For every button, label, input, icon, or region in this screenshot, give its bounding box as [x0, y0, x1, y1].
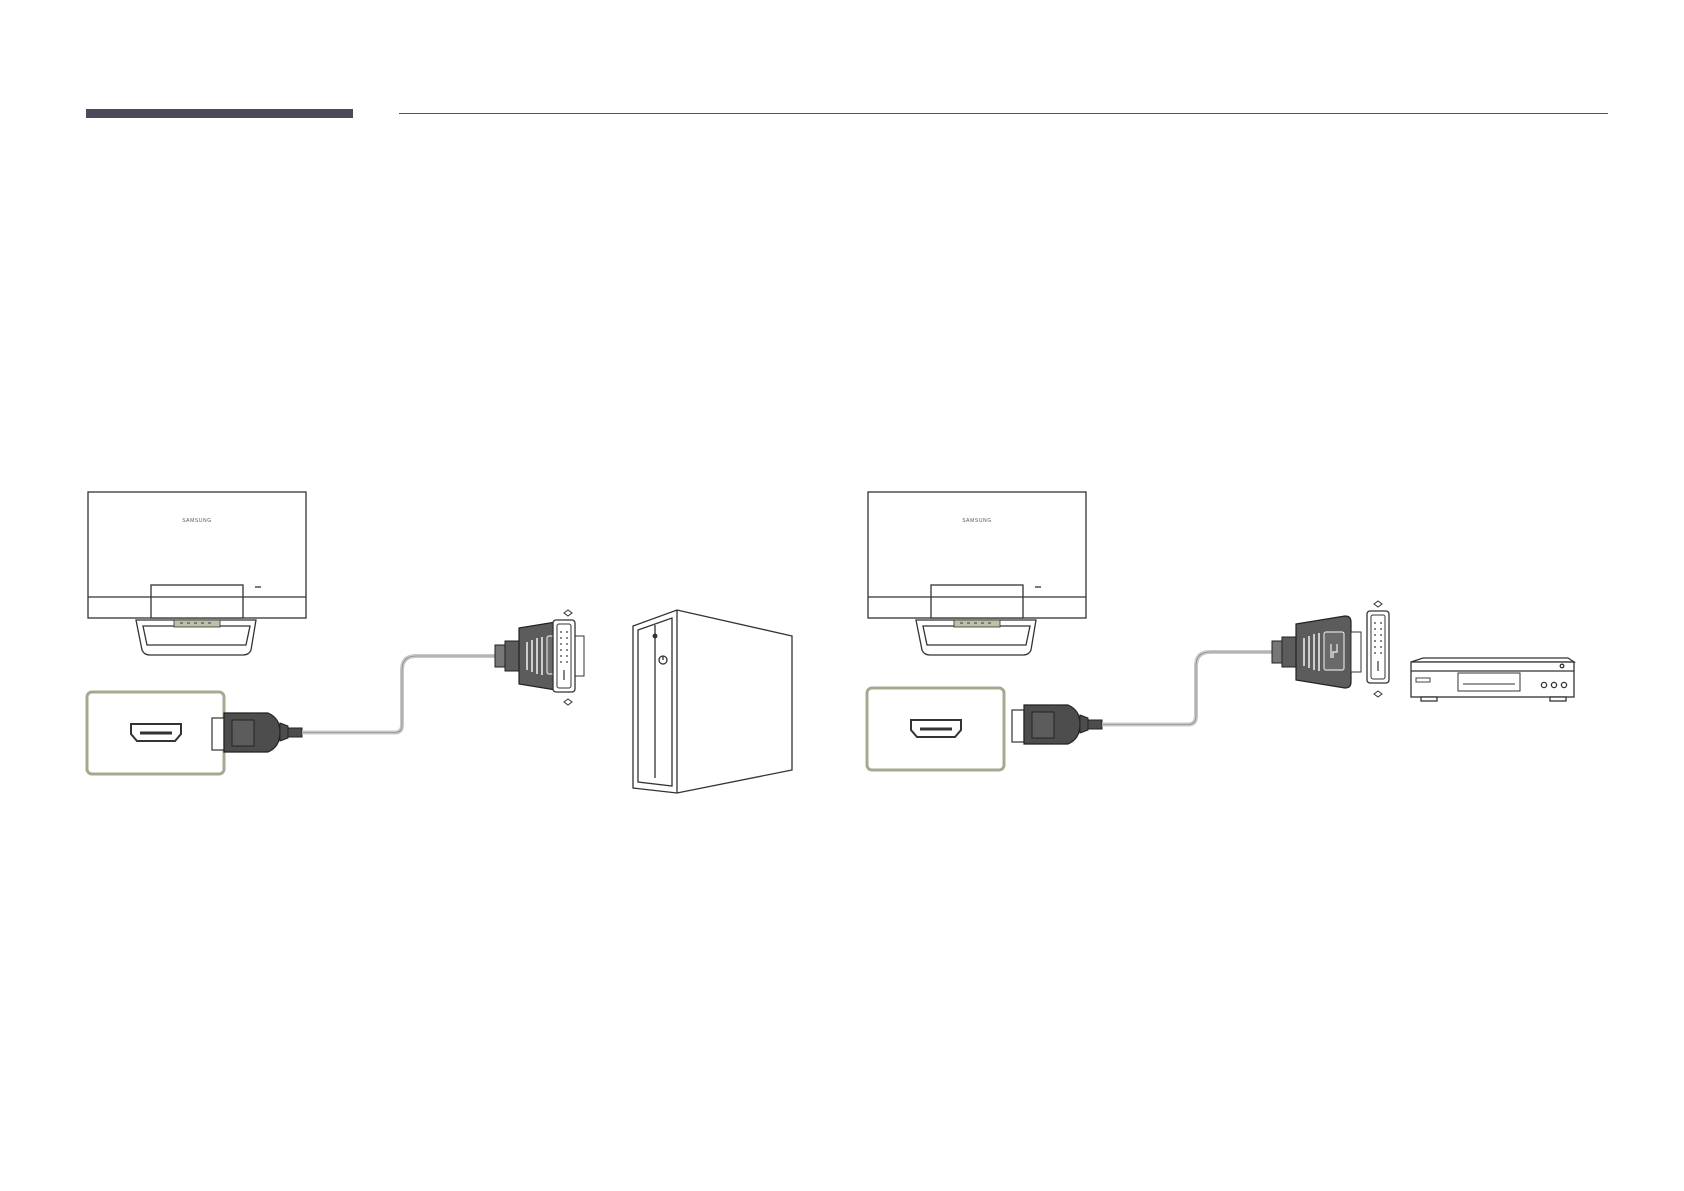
hdmi-port-box: [867, 688, 1004, 770]
hdmi-port-icon: [131, 724, 181, 741]
monitor-back-icon: SAMSUNG: [868, 492, 1086, 655]
monitor-brand-label: SAMSUNG: [962, 518, 991, 524]
hdmi-port-box: [87, 692, 224, 774]
av-player-icon: [1411, 658, 1574, 701]
monitor-brand-label: SAMSUNG: [182, 518, 211, 524]
section-header-bar: [86, 109, 353, 118]
hdmi-plug-icon: [1012, 705, 1102, 744]
connection-diagram-pc: SAMSUNG: [80, 470, 780, 810]
monitor-back-icon: SAMSUNG: [88, 492, 306, 655]
pc-tower-icon: [633, 610, 792, 793]
section-header-rule: [399, 113, 1608, 114]
hdmi-port-icon: [911, 720, 961, 737]
dvi-port-icon: [553, 610, 575, 705]
cable-wire: [1102, 652, 1278, 725]
dvi-port-icon: [1367, 601, 1389, 697]
hdmi-plug-icon: [212, 713, 302, 752]
dvi-plug-icon: [1272, 616, 1361, 688]
connection-diagram-av: SAMSUNG: [860, 470, 1560, 810]
